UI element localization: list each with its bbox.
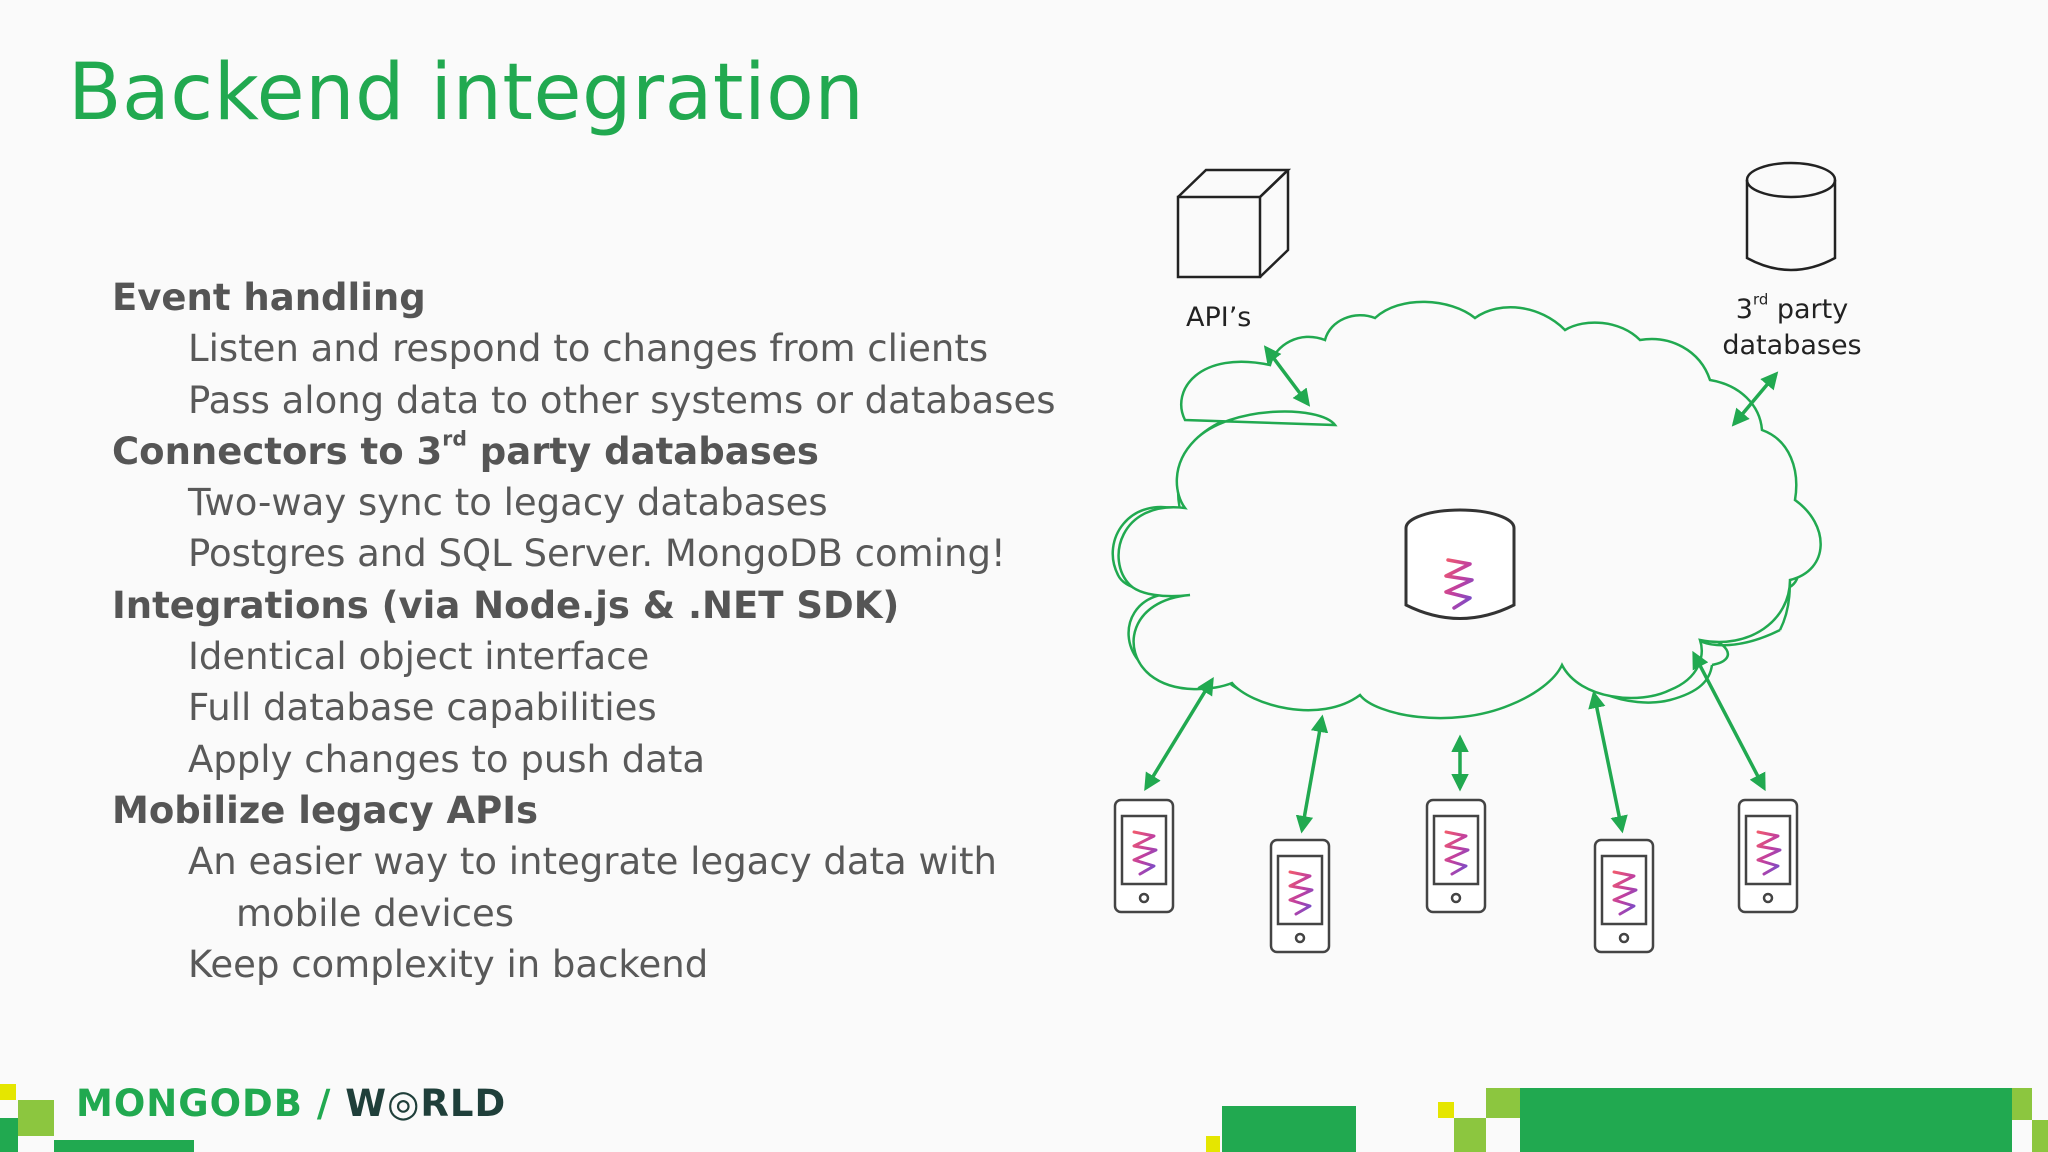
arrow-phone-4 [1588, 690, 1628, 834]
bullet-heading: Event handling [112, 276, 426, 319]
superscript: rd [442, 426, 467, 451]
connection-arrows [1144, 345, 1779, 834]
bullet-heading: Integrations (via Node.js & .NET SDK) [112, 583, 900, 627]
apis-label: API’s [1186, 302, 1252, 333]
bullet-heading: Connectors to 3rd party databases [112, 426, 1072, 477]
label-text: databases [1722, 330, 1862, 361]
database-icon [1745, 161, 1837, 272]
bullet-text: An easier way to integrate legacy data w… [188, 840, 997, 884]
phone-icon [1593, 838, 1655, 954]
logo-text: W [345, 1082, 388, 1125]
bullet-text: Connectors to 3 [112, 429, 443, 473]
bullet-item: Two-way sync to legacy databases [188, 481, 828, 525]
arrow-databases [1731, 371, 1779, 427]
phone-icon [1737, 798, 1799, 914]
bullet-item: Apply changes to push data [188, 737, 706, 781]
slide-title: Backend integration [68, 48, 865, 138]
logo-text: RLD [420, 1082, 507, 1125]
phone-icon [1113, 798, 1175, 914]
label-text: party [1768, 294, 1849, 325]
arrow-phone-5 [1692, 650, 1766, 792]
footer-decoration-right [1206, 1088, 2048, 1152]
bullet-item: Identical object interface [188, 635, 650, 679]
third-party-databases-label: 3rd party databases [1712, 292, 1872, 364]
bullet-item: Postgres and SQL Server. MongoDB coming! [188, 532, 1006, 576]
logo-o-icon: ◎ [387, 1082, 421, 1125]
bullet-item: Pass along data to other systems or data… [188, 378, 1056, 422]
bullet-heading: Mobilize legacy APIs [112, 788, 538, 832]
phone-icon [1425, 798, 1487, 914]
superscript: rd [1752, 290, 1769, 309]
bullet-item: Full database capabilities [188, 686, 657, 730]
bullet-continuation: mobile devices [236, 891, 515, 935]
arrow-apis [1263, 345, 1311, 407]
phone-icon [1269, 838, 1331, 954]
bullet-list: Event handling Listen and respond to cha… [112, 272, 1072, 990]
bullet-text: party databases [466, 429, 819, 473]
label-text: 3 [1735, 294, 1753, 325]
mongodb-world-logo: MONGODB / W◎RLD [76, 1082, 506, 1125]
bullet-item: Listen and respond to changes from clien… [188, 327, 989, 371]
logo-text: MONGODB / [76, 1082, 346, 1125]
footer-decoration-left [0, 1084, 194, 1152]
cube-icon [1176, 168, 1292, 279]
bullet-item: An easier way to integrate legacy data w… [188, 836, 1072, 939]
arrow-phone-2 [1295, 714, 1329, 834]
realm-database-icon [1404, 508, 1516, 620]
bullet-item: Keep complexity in backend [188, 942, 709, 986]
arrow-phone-1 [1144, 677, 1214, 791]
